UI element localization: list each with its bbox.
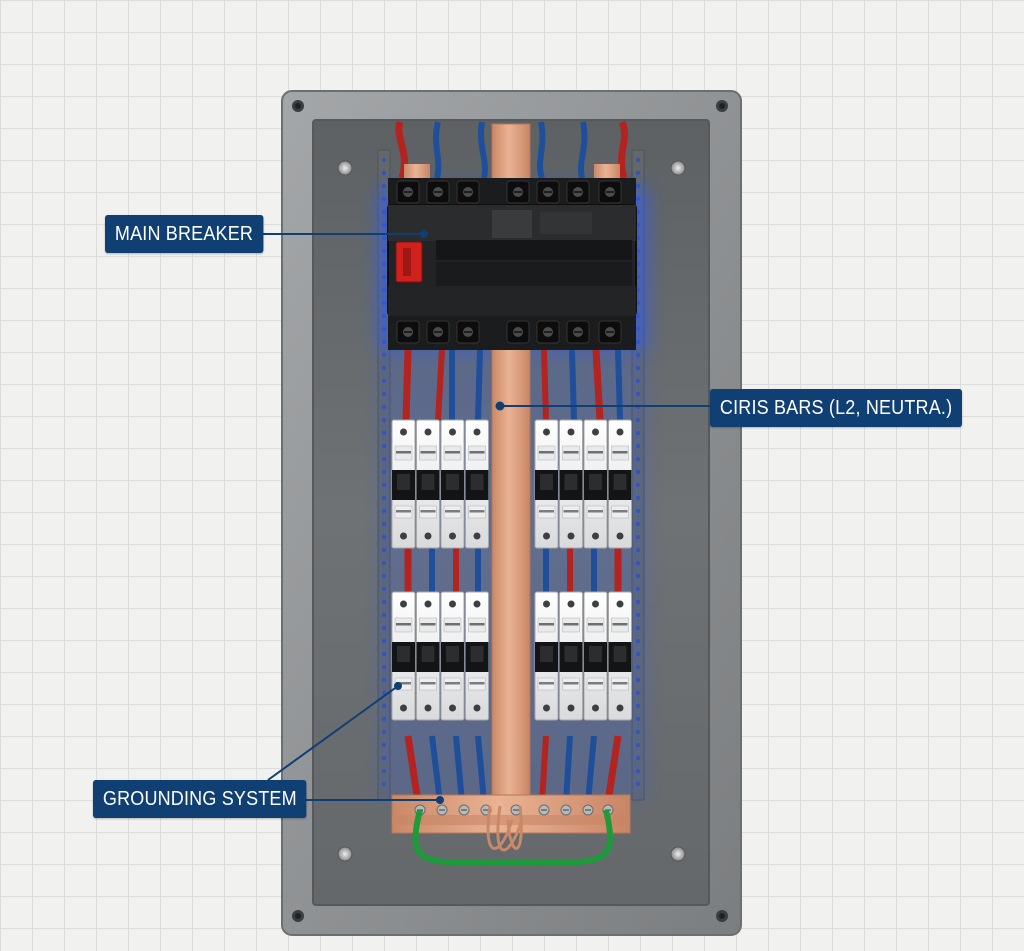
screw-icon [337, 160, 686, 862]
circuit-breaker [440, 419, 465, 549]
leader-lines [262, 230, 710, 804]
circuit-breaker [440, 591, 465, 721]
circuit-breaker [608, 591, 632, 721]
circuit-breaker [416, 419, 440, 549]
grounding-system-label: GROUNDING SYSTEM [93, 780, 307, 818]
breaker-group [391, 419, 489, 549]
circuit-breaker [608, 419, 632, 549]
ground-terminal-screw-icon [414, 804, 614, 816]
breaker-group [534, 591, 632, 721]
circuit-breaker [416, 591, 440, 721]
ground-bar [391, 794, 631, 866]
main-breaker-label: MAIN BREAKER [105, 215, 263, 253]
main-breaker [387, 178, 637, 350]
circuit-breaker [391, 419, 416, 549]
circuit-breaker [391, 591, 416, 721]
circuit-breaker [465, 419, 489, 549]
circuit-breaker [534, 591, 559, 721]
circuit-breaker [534, 419, 559, 549]
breaker-group [534, 419, 632, 549]
breaker-banks [391, 419, 632, 721]
terminal-screw-icon [396, 320, 622, 344]
circuit-breaker [559, 591, 583, 721]
ground-wire [412, 809, 613, 866]
circuit-breaker [559, 419, 583, 549]
wire-bundle [395, 120, 629, 180]
circuit-breaker [465, 591, 489, 721]
circuit-breaker [583, 591, 608, 721]
bus-bars-label: CIRIS BARS (L2, NEUTRA.) [710, 389, 963, 427]
feeder-wires [402, 349, 623, 803]
terminal-screw-icon [396, 180, 622, 204]
circuit-breaker [583, 419, 608, 549]
mount-hole-icon [292, 100, 728, 922]
